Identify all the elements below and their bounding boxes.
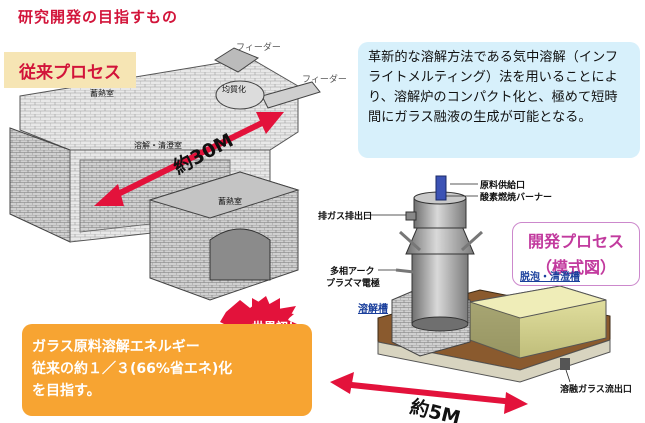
feeder-tube-right: [261, 81, 321, 109]
conventional-process-label: 従来プロセス: [4, 52, 136, 88]
innovation-callout: 革新的な溶解方法である気中溶解（インフライトメルティング）法を用いることにより、…: [358, 42, 640, 158]
label-melting-chamber: 溶解・清澄室: [134, 141, 182, 150]
furnace-roof: [19, 57, 299, 151]
label-feeder-top: フィーダー: [236, 43, 281, 53]
label-plasma-electrode: プラズマ電極: [326, 279, 380, 289]
length-arrow-30m: [94, 112, 284, 206]
label-regenerator-left: 蓄熱室: [90, 89, 114, 98]
label-raw-feed: 原料供給口: [480, 181, 526, 191]
melting-tank-cylinder: [411, 253, 469, 325]
label-melting-tank: 溶解槽: [358, 304, 388, 315]
energy-line-3: を目指す。: [32, 383, 101, 399]
label-exhaust: 排ガス排出口: [318, 212, 373, 222]
label-arc: 多相アーク: [330, 267, 375, 277]
energy-line-1: ガラス原料溶解エネルギー: [32, 339, 200, 355]
developed-label-line2: （模式図）: [535, 258, 616, 277]
energy-callout: ガラス原料溶解エネルギー 従来の約１／３(66%省エネ)化 を目指す。: [22, 324, 312, 416]
length-arrow-5m: [330, 372, 528, 414]
label-glass-outlet: 溶融ガラス流出口: [560, 385, 632, 395]
label-feeder-right: フィーダー: [302, 75, 347, 85]
label-regenerator-right: 蓄熱室: [218, 197, 242, 206]
feed-pipe: [435, 175, 447, 201]
feeder-tube-top: [213, 47, 260, 73]
conventional-furnace: [9, 47, 321, 301]
label-oxy-burner: 酸素燃焼バーナー: [480, 193, 553, 203]
developed-furnace: [364, 175, 611, 383]
developed-process-label: 開発プロセス （模式図）: [512, 222, 640, 286]
energy-line-2: 従来の約１／３(66%省エネ)化: [32, 361, 233, 377]
page-title: 研究開発の目指すもの: [18, 8, 179, 26]
developed-label-line1: 開発プロセス: [527, 232, 624, 251]
label-refining-tank: 脱泡・清澄槽: [520, 272, 580, 283]
label-working-end: 均質化: [222, 85, 246, 94]
